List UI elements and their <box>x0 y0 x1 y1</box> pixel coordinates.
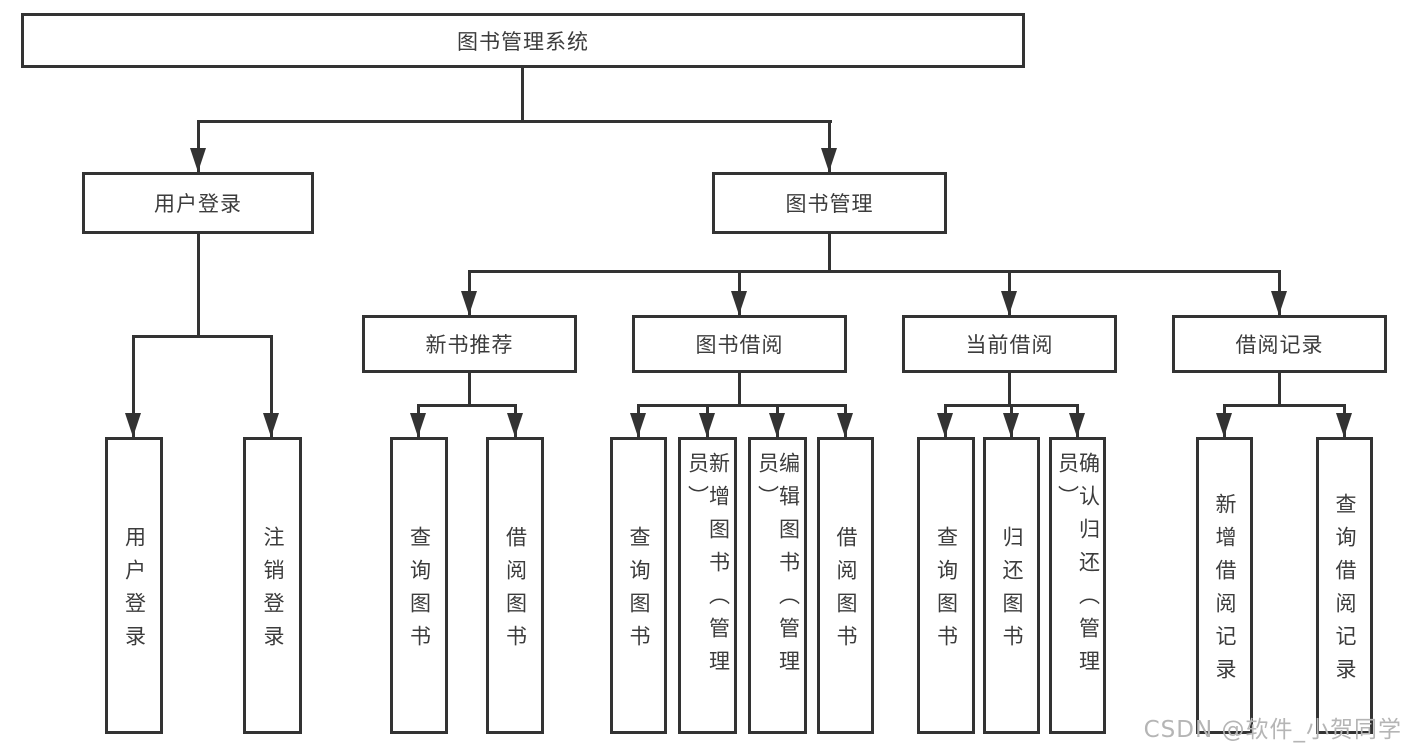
node-root-label: 图书管理系统 <box>457 29 589 54</box>
leaf-newbooks-borrow-label: 借阅图书 <box>503 525 528 658</box>
connector-root-bus <box>197 120 832 123</box>
arrow-down-icon <box>821 148 837 172</box>
leaf-current-return-label: 归还图书 <box>1000 525 1024 658</box>
leaf-logout-label: 注销登录 <box>261 525 285 658</box>
arrow-down-icon <box>769 413 785 437</box>
arrow-down-icon <box>937 413 953 437</box>
leaf-records-query: 查询借阅记录 <box>1316 437 1373 734</box>
arrow-down-icon <box>125 413 141 437</box>
connector-currentborrow-stem <box>1008 373 1011 407</box>
node-book-mgmt-branch: 图书管理 <box>712 172 947 234</box>
leaf-current-confirm-admin-label: 确认归还（管理员） <box>1055 452 1101 683</box>
leaf-user-login-label: 用户登录 <box>122 525 147 658</box>
leaf-borrow-edit-admin-label: 编辑图书（管理员） <box>755 452 801 683</box>
connector-root-to-book-mgmt <box>828 120 831 172</box>
arrow-down-icon <box>461 291 477 315</box>
arrow-down-icon <box>1001 291 1017 315</box>
arrow-down-icon <box>731 291 747 315</box>
node-new-books-group: 新书推荐 <box>362 315 577 373</box>
leaf-borrow-add-admin: 新增图书（管理员） <box>678 437 737 734</box>
connector-to-leaf-logout <box>270 335 273 437</box>
node-borrow-records-label: 借阅记录 <box>1235 333 1324 357</box>
connector-to-leaf-user-login <box>132 335 135 437</box>
connector-bookborrow-bus <box>637 404 847 407</box>
leaf-newbooks-borrow: 借阅图书 <box>486 437 544 734</box>
arrow-down-icon <box>1271 291 1287 315</box>
leaf-current-query: 查询图书 <box>917 437 975 734</box>
arrow-down-icon <box>263 413 279 437</box>
leaf-current-confirm-admin: 确认归还（管理员） <box>1049 437 1106 734</box>
connector-userlogin-stem <box>197 234 200 337</box>
node-book-borrow-group: 图书借阅 <box>632 315 847 373</box>
node-current-borrow-label: 当前借阅 <box>965 333 1054 357</box>
leaf-borrow-edit-admin: 编辑图书（管理员） <box>748 437 807 734</box>
arrow-down-icon <box>630 413 646 437</box>
connector-userlogin-bus <box>132 335 273 338</box>
connector-newbooks-bus <box>417 404 517 407</box>
node-user-login-branch-label: 用户登录 <box>154 192 242 216</box>
leaf-current-query-label: 查询图书 <box>934 525 959 658</box>
node-new-books-label: 新书推荐 <box>425 333 514 357</box>
leaf-borrow-query: 查询图书 <box>610 437 667 734</box>
leaf-borrow-borrow: 借阅图书 <box>817 437 874 734</box>
arrow-down-icon <box>190 148 206 172</box>
leaf-current-return: 归还图书 <box>983 437 1040 734</box>
leaf-borrow-query-label: 查询图书 <box>627 525 651 658</box>
leaf-borrow-add-admin-label: 新增图书（管理员） <box>685 452 731 683</box>
arrow-down-icon <box>1069 413 1085 437</box>
csdn-watermark: CSDN @软件_小贺同学 <box>1143 717 1402 743</box>
leaf-borrow-borrow-label: 借阅图书 <box>834 525 858 658</box>
node-borrow-records-group: 借阅记录 <box>1172 315 1387 373</box>
leaf-newbooks-query: 查询图书 <box>390 437 448 734</box>
arrow-down-icon <box>1336 413 1352 437</box>
leaf-logout: 注销登录 <box>243 437 302 734</box>
connector-bookborrow-stem <box>738 373 741 407</box>
arrow-down-icon <box>507 413 523 437</box>
node-current-borrow-group: 当前借阅 <box>902 315 1117 373</box>
node-root: 图书管理系统 <box>21 13 1025 68</box>
node-book-mgmt-branch-label: 图书管理 <box>785 192 874 216</box>
leaf-records-add-label: 新增借阅记录 <box>1213 492 1237 691</box>
arrow-down-icon <box>410 413 426 437</box>
arrow-down-icon <box>1216 413 1232 437</box>
connector-root-to-user-login <box>197 120 200 172</box>
connector-newbooks-stem <box>468 373 471 407</box>
arrow-down-icon <box>1003 413 1019 437</box>
arrow-down-icon <box>837 413 853 437</box>
connector-root-stem <box>521 68 524 122</box>
connector-records-bus <box>1223 404 1345 407</box>
leaf-newbooks-query-label: 查询图书 <box>407 525 432 658</box>
node-book-borrow-label: 图书借阅 <box>695 333 784 357</box>
connector-records-stem <box>1278 373 1281 407</box>
node-user-login-branch: 用户登录 <box>82 172 314 234</box>
leaf-records-query-label: 查询借阅记录 <box>1333 492 1357 691</box>
connector-bookmgmt-stem <box>828 234 831 272</box>
arrow-down-icon <box>699 413 715 437</box>
leaf-user-login: 用户登录 <box>105 437 163 734</box>
leaf-records-add: 新增借阅记录 <box>1196 437 1253 734</box>
connector-bookmgmt-bus <box>468 270 1281 273</box>
